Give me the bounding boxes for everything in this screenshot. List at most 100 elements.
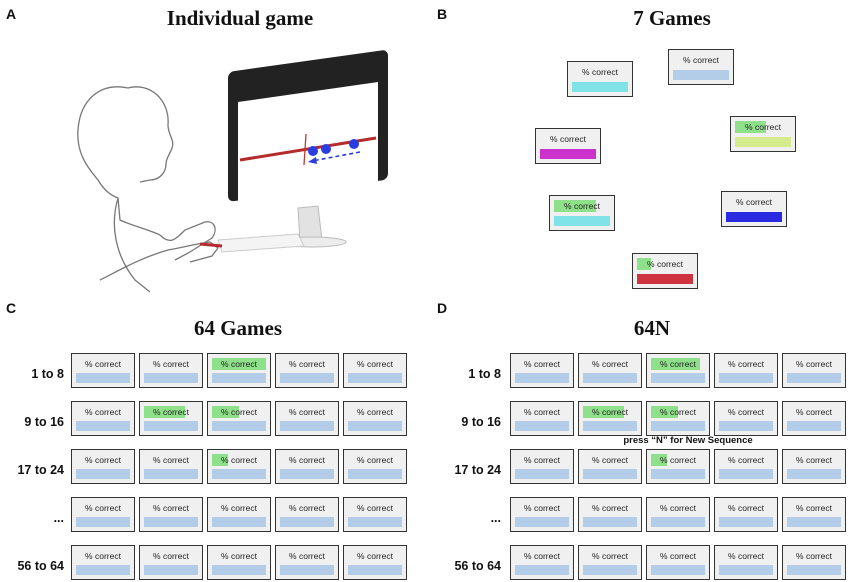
percent-correct-label: % correct — [592, 551, 628, 561]
game-color-bar — [787, 373, 841, 383]
game-color-bar — [651, 421, 705, 431]
percent-correct-label: % correct — [550, 134, 586, 144]
game-color-bar — [280, 469, 334, 479]
game-color-bar — [212, 469, 266, 479]
score-highlight — [651, 358, 700, 370]
row-label: 9 to 16 — [24, 415, 64, 429]
game-color-bar — [583, 421, 637, 431]
keyboard — [217, 233, 305, 253]
game-card-r3c4: % correct — [714, 449, 778, 484]
percent-correct-label: % correct — [592, 407, 628, 417]
game-card-r3c2: % correct — [578, 449, 642, 484]
game-color-bar — [651, 469, 705, 479]
game-color-bar — [76, 421, 130, 431]
game-color-bar — [212, 517, 266, 527]
game-card-r3c1: % correct — [71, 449, 135, 484]
game-color-bar — [76, 373, 130, 383]
game-color-bar — [280, 373, 334, 383]
game-card-r1c2: % correct — [578, 353, 642, 388]
game-color-bar — [787, 421, 841, 431]
percent-correct-label: % correct — [357, 455, 393, 465]
game-card-r2c4: % correct — [275, 401, 339, 436]
game-card-6: % correct — [721, 191, 787, 227]
game-card-r3c4: % correct — [275, 449, 339, 484]
percent-correct-label: % correct — [524, 407, 560, 417]
game-card-r2c1: % correct — [71, 401, 135, 436]
game-color-bar — [787, 469, 841, 479]
motion-arrow — [311, 151, 361, 162]
game-card-7: % correct — [632, 253, 698, 289]
game-color-bar — [583, 565, 637, 575]
percent-correct-label: % correct — [728, 503, 764, 513]
percent-correct-label: % correct — [221, 503, 257, 513]
game-color-bar — [735, 137, 791, 147]
red-cable — [199, 242, 223, 248]
percent-correct-label: % correct — [660, 359, 696, 369]
game-color-bar — [673, 70, 729, 80]
row-label: 17 to 24 — [17, 463, 64, 477]
game-color-bar — [787, 565, 841, 575]
row-label: 1 to 8 — [468, 367, 501, 381]
game-card-r3c5: % correct — [782, 449, 846, 484]
percent-correct-label: % correct — [357, 503, 393, 513]
person-face-outline — [127, 86, 174, 183]
game-color-bar — [144, 373, 198, 383]
percent-correct-label: % correct — [289, 359, 325, 369]
percent-correct-label: % correct — [683, 55, 719, 65]
score-highlight — [651, 454, 667, 466]
game-color-bar — [583, 373, 637, 383]
game-card-r3c3: % correct — [646, 449, 710, 484]
percent-correct-label: % correct — [85, 455, 121, 465]
score-highlight — [212, 358, 266, 370]
percent-correct-label: % correct — [592, 503, 628, 513]
percent-correct-label: % correct — [153, 503, 189, 513]
game-color-bar — [726, 212, 782, 222]
game-color-bar — [515, 373, 569, 383]
game-card-r5c3: % correct — [646, 545, 710, 580]
row-label: 9 to 16 — [461, 415, 501, 429]
game-card-r1c5: % correct — [343, 353, 407, 388]
game-color-bar — [212, 373, 266, 383]
new-sequence-prompt: press “N” for New Sequence — [623, 435, 753, 446]
game-card-r5c5: % correct — [343, 545, 407, 580]
game-card-r4c3: % correct — [646, 497, 710, 532]
ball-2 — [321, 144, 331, 154]
percent-correct-label: % correct — [221, 551, 257, 561]
motion-arrowhead — [308, 157, 317, 164]
score-highlight — [144, 406, 185, 418]
percent-correct-label: % correct — [289, 455, 325, 465]
person-arm-outline — [99, 241, 219, 281]
game-card-r4c1: % correct — [510, 497, 574, 532]
game-color-bar — [651, 373, 705, 383]
game-card-r3c2: % correct — [139, 449, 203, 484]
percent-correct-label: % correct — [728, 359, 764, 369]
game-card-r1c4: % correct — [714, 353, 778, 388]
percent-correct-label: % correct — [221, 407, 257, 417]
game-color-bar — [76, 517, 130, 527]
game-color-bar — [651, 565, 705, 575]
game-color-bar — [144, 421, 198, 431]
game-color-bar — [348, 517, 402, 527]
game-card-r1c2: % correct — [139, 353, 203, 388]
game-color-bar — [515, 565, 569, 575]
percent-correct-label: % correct — [745, 122, 781, 132]
game-card-r5c3: % correct — [207, 545, 271, 580]
game-card-r2c5: % correct — [343, 401, 407, 436]
score-highlight — [735, 121, 766, 133]
game-color-bar — [719, 565, 773, 575]
percent-correct-label: % correct — [728, 407, 764, 417]
percent-correct-label: % correct — [357, 551, 393, 561]
score-highlight — [212, 454, 228, 466]
game-card-3: % correct — [535, 128, 601, 164]
percent-correct-label: % correct — [221, 359, 257, 369]
game-card-r1c3: % correct — [207, 353, 271, 388]
panel-title-64-games: 64 Games — [193, 316, 283, 340]
panel-letter-a: A — [6, 6, 17, 22]
percent-correct-label: % correct — [85, 407, 121, 417]
game-color-bar — [144, 565, 198, 575]
game-color-bar — [280, 517, 334, 527]
game-card-r2c2: % correct — [139, 401, 203, 436]
percent-correct-label: % correct — [660, 503, 696, 513]
game-card-4: % correct — [730, 116, 796, 152]
game-color-bar — [348, 373, 402, 383]
